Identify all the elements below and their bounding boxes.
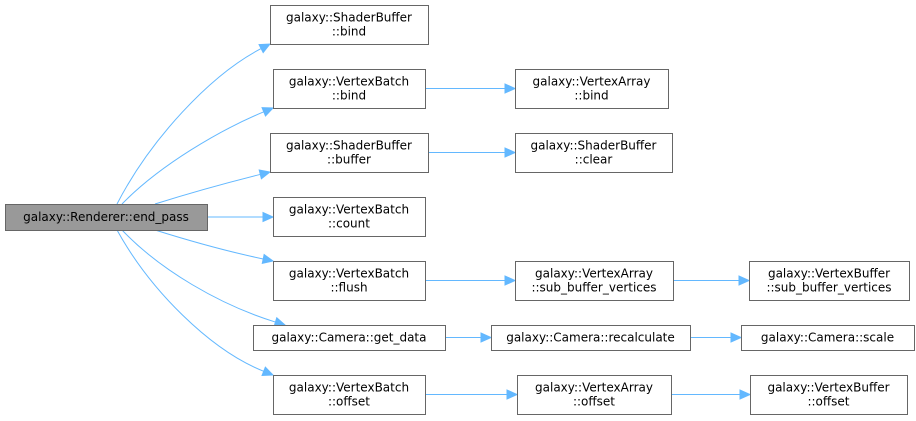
edge-root-to-vb-bind-arrowhead [261,107,275,117]
node-box[interactable] [741,325,915,351]
node-label: ::offset [328,395,370,409]
edge-vb-offset-to-va-offset-arrowhead [506,389,519,400]
node-label: galaxy::VertexBatch [289,267,409,281]
node-cam-get-data[interactable]: galaxy::Camera::get_data [253,325,446,351]
node-label: galaxy::Camera::recalculate [506,331,675,345]
node-label: galaxy::VertexBuffer [768,267,890,281]
node-vb-bind[interactable]: galaxy::VertexBatch::bind [273,69,426,109]
edge-root-to-vb-count-arrowhead [262,211,275,223]
node-label: ::count [328,217,370,231]
node-label: ::buffer [327,153,371,167]
node-label: galaxy::ShaderBuffer [530,139,656,153]
node-sb-bind[interactable]: galaxy::ShaderBuffer::bind [270,5,429,45]
node-label: ::bind [332,25,366,39]
node-label: galaxy::Camera::get_data [272,331,427,345]
edge-root-to-sb-bind [116,48,262,205]
edge-sb-buffer-to-sb-clear-arrowhead [504,147,517,158]
edge-root-to-vb-offset [116,229,264,372]
node-box[interactable] [270,5,429,45]
node-box[interactable] [515,261,674,301]
node-cam-recalc[interactable]: galaxy::Camera::recalculate [491,325,691,351]
edges-layer [116,43,752,400]
node-root[interactable]: galaxy::Renderer::end_pass [5,204,208,231]
node-box[interactable] [749,261,910,301]
node-box[interactable] [270,133,429,173]
node-box[interactable] [273,375,426,415]
node-label: ::sub_buffer_vertices [531,281,656,295]
node-label: ::offset [573,395,615,409]
node-label: ::clear [575,153,613,167]
edge-root-to-vb-flush-arrowhead [261,253,275,265]
edge-va-offset-to-vbuf-offset-arrowhead [739,389,752,400]
node-label: galaxy::VertexBatch [289,381,409,395]
node-vb-flush[interactable]: galaxy::VertexBatch::flush [273,261,426,301]
node-label: galaxy::VertexArray [535,381,653,395]
node-box[interactable] [491,325,691,351]
node-label: galaxy::VertexBatch [289,203,409,217]
node-box[interactable] [273,197,426,237]
node-label: galaxy::ShaderBuffer [286,139,412,153]
node-label: galaxy::VertexBatch [289,75,409,89]
edge-cam-recalc-to-cam-scale-arrowhead [730,332,743,343]
node-cam-scale[interactable]: galaxy::Camera::scale [741,325,915,351]
node-vbuf-offset[interactable]: galaxy::VertexBuffer::offset [750,375,908,415]
node-label: galaxy::Renderer::end_pass [23,210,189,224]
node-va-sub[interactable]: galaxy::VertexArray::sub_buffer_vertices [515,261,674,301]
node-box[interactable] [515,133,673,173]
node-box[interactable] [5,204,208,231]
node-label: ::bind [574,89,608,103]
node-box[interactable] [515,69,669,109]
node-label: ::offset [807,395,849,409]
edge-root-to-sb-buffer [154,173,261,205]
node-sb-clear[interactable]: galaxy::ShaderBuffer::clear [515,133,673,173]
node-label: galaxy::VertexArray [535,267,653,281]
node-va-bind[interactable]: galaxy::VertexArray::bind [515,69,669,109]
node-sb-buffer[interactable]: galaxy::ShaderBuffer::buffer [270,133,429,173]
node-vbuf-sub[interactable]: galaxy::VertexBuffer::sub_buffer_vertice… [749,261,910,301]
node-label: ::sub_buffer_vertices [766,281,891,295]
node-label: ::flush [330,281,367,295]
node-label: galaxy::Camera::scale [761,331,894,345]
node-box[interactable] [750,375,908,415]
node-label: galaxy::ShaderBuffer [286,11,412,25]
node-va-offset[interactable]: galaxy::VertexArray::offset [517,375,672,415]
node-box[interactable] [273,69,426,109]
edge-root-to-sb-buffer-arrowhead [258,169,272,180]
edge-vb-bind-to-va-bind-arrowhead [504,83,517,94]
edge-va-sub-to-vbuf-sub-arrowhead [738,275,751,286]
edge-root-to-vb-offset-arrowhead [261,366,275,377]
node-box[interactable] [273,261,426,301]
node-label: ::bind [332,89,366,103]
edge-root-to-vb-bind [121,111,264,205]
edge-cam-get-data-to-cam-recalc-arrowhead [480,332,493,343]
node-label: galaxy::VertexBuffer [767,381,889,395]
nodes-layer: galaxy::Renderer::end_pass galaxy::Shader… [5,5,915,415]
edge-root-to-cam-get-data [121,229,276,323]
node-vb-count[interactable]: galaxy::VertexBatch::count [273,197,426,237]
node-box[interactable] [253,325,446,351]
edge-root-to-vb-flush [154,229,264,260]
node-vb-offset[interactable]: galaxy::VertexBatch::offset [273,375,426,415]
edge-root-to-sb-bind-arrowhead [258,43,272,54]
node-label: galaxy::VertexArray [533,75,651,89]
node-box[interactable] [517,375,672,415]
edge-vb-flush-to-va-sub-arrowhead [504,275,517,286]
